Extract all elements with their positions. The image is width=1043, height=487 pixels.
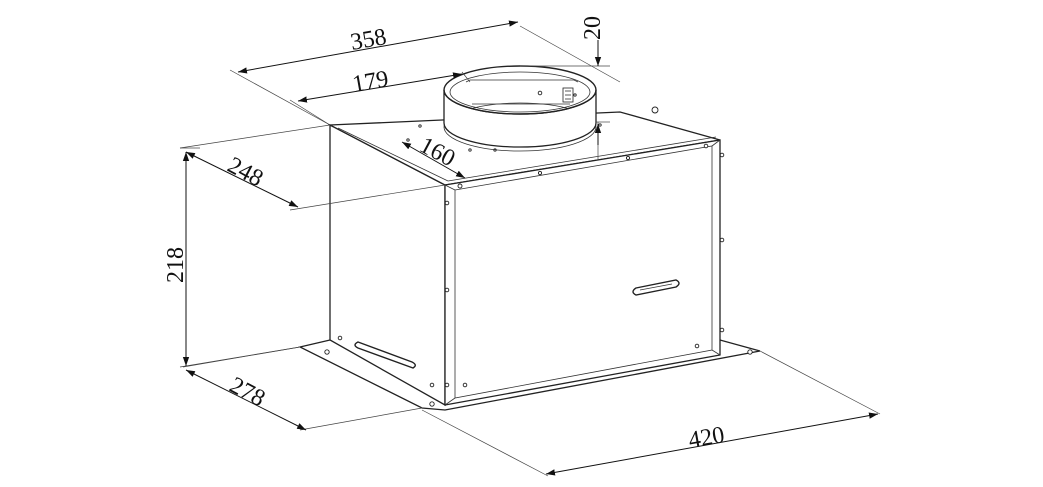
- hood-box-body: [327, 93, 725, 407]
- front-handle-slot: [632, 279, 680, 296]
- dim-line-160: [401, 141, 466, 179]
- label-278: 278: [225, 372, 269, 412]
- dim-line-420: [545, 412, 879, 476]
- dim-line-248: [185, 151, 299, 208]
- dim-line-278: [185, 369, 307, 431]
- label-179: 179: [351, 66, 391, 98]
- label-420: 420: [687, 422, 727, 454]
- extension-lines: [179, 25, 881, 477]
- dim-line-179: [297, 72, 463, 103]
- label-20: 20: [580, 16, 606, 40]
- duct-collar: [443, 65, 597, 152]
- side-vent-slot: [354, 341, 416, 369]
- dim-line-358: [237, 20, 519, 74]
- label-358: 358: [349, 24, 389, 56]
- dimension-lines: [182, 20, 879, 476]
- label-248: 248: [223, 152, 267, 192]
- label-218: 218: [163, 247, 189, 283]
